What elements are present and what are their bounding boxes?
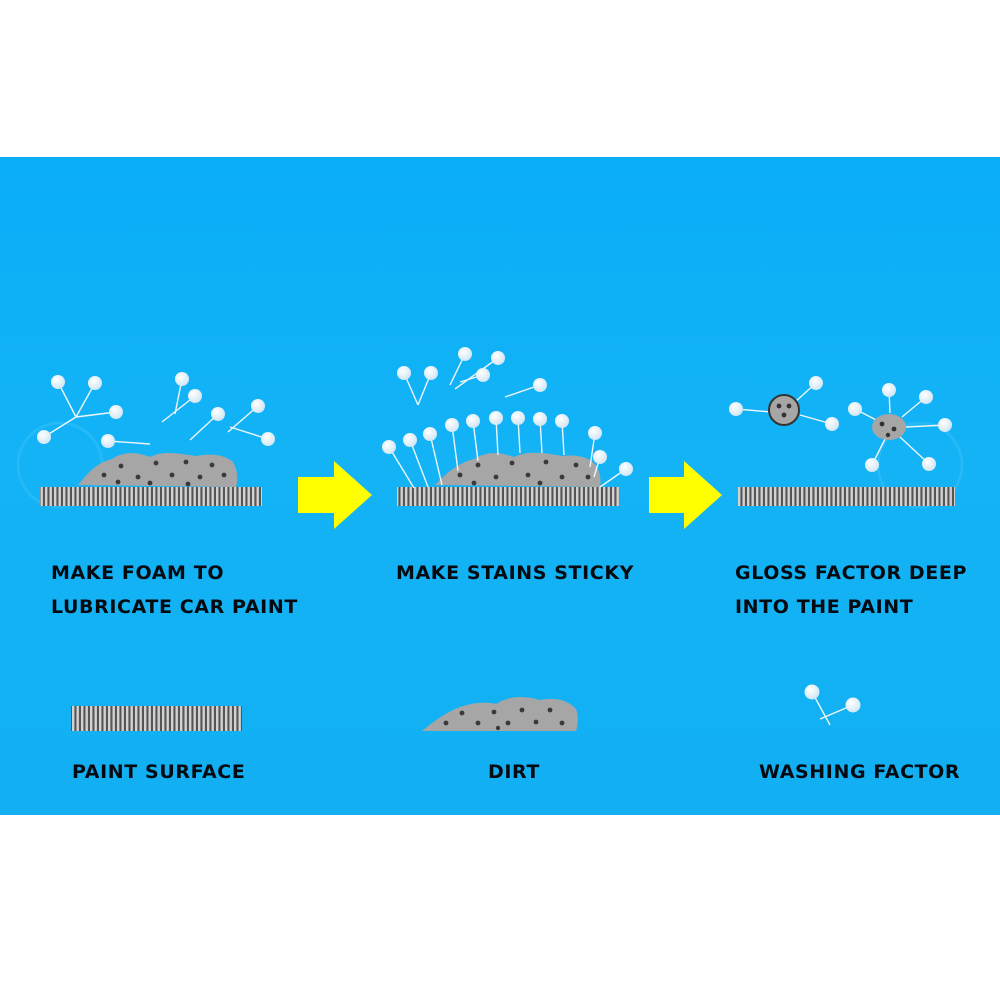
step3-caption-line2: INTO THE PAINT [735,596,914,618]
dirt-dots [101,459,227,487]
dirt-icon [422,696,578,731]
step1-caption-line2: LUBRICATE CAR PAINT [51,596,298,618]
washing-bubbles [382,347,633,476]
arrow-right-icon [649,461,722,529]
step3-caption: GLOSS FACTOR DEEP INTO THE PAINT [735,556,967,624]
paint-surface [40,487,262,506]
legend-paint-surface-label: PAINT SURFACE [72,761,246,783]
legend-dirt-label: DIRT [488,761,540,783]
step1-caption: MAKE FOAM TO LUBRICATE CAR PAINT [51,556,298,624]
legend-washing-factor-label: WASHING FACTOR [759,761,961,783]
arrow-right-icon [298,461,372,529]
step3-caption-line1: GLOSS FACTOR DEEP [735,562,967,584]
dirt-mound [78,453,238,487]
paint-surface [397,487,619,506]
step1-illustration [37,372,275,506]
washing-factor-icon [804,684,861,726]
step2-illustration [382,347,633,506]
dirt-particle-icon [768,394,800,426]
dirt-dots [457,459,591,486]
dirt-mound [435,452,601,487]
step1-caption-line1: MAKE FOAM TO [51,562,225,584]
process-diagram [16,347,964,731]
dirt-particle-icon [872,414,906,440]
foam-sticks [43,378,269,445]
step2-caption: MAKE STAINS STICKY [396,556,634,590]
foam-bubbles [37,372,275,448]
paint-surface [738,487,955,506]
diagram-panel: MAKE FOAM TO LUBRICATE CAR PAINT MAKE ST… [0,157,1000,815]
step2-caption-line1: MAKE STAINS STICKY [396,562,635,584]
paint-surface-icon [71,706,242,731]
step3-illustration [729,376,955,506]
